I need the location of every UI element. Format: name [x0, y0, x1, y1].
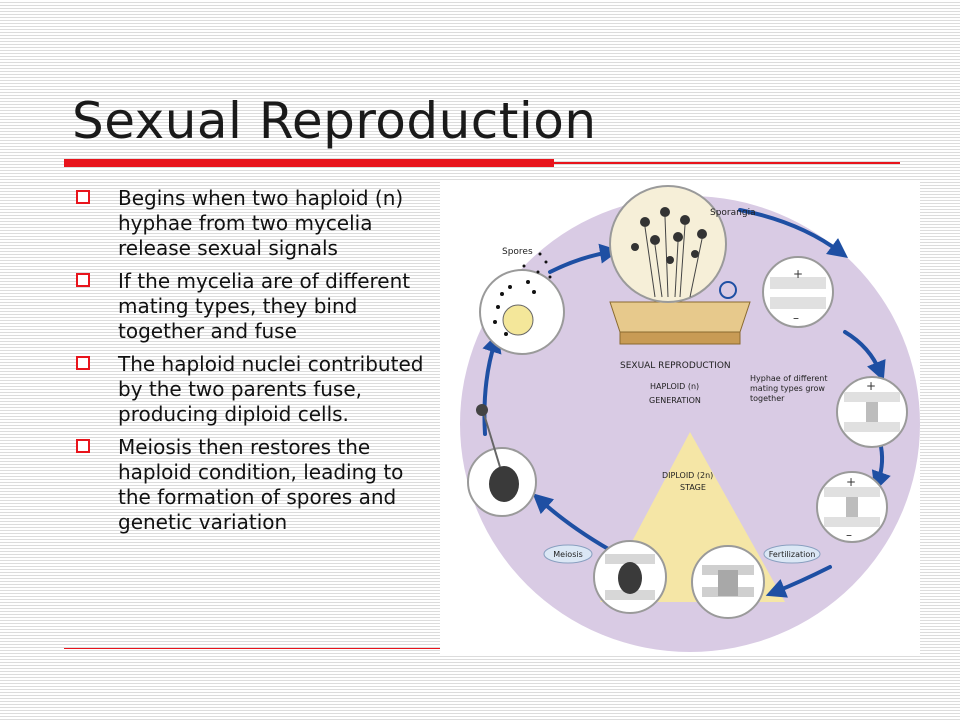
meiosis-label-text: Meiosis	[553, 550, 583, 559]
square-bullet-icon	[76, 439, 90, 453]
hyphae-label-line2: mating types grow	[750, 384, 825, 393]
diploid-stage-label-line1: DIPLOID (2n)	[662, 471, 713, 480]
bullet-text: The haploid nuclei contributed by the tw…	[118, 352, 424, 426]
mating-minus-label-1: –	[793, 311, 799, 325]
sporangia-stalks	[644, 216, 703, 298]
haploid-generation-label-line1: HAPLOID (n)	[650, 382, 699, 391]
sporangia-label: Sporangia	[710, 208, 756, 218]
title-underline-thick	[64, 159, 554, 167]
hyphae-tip-circle	[719, 281, 737, 299]
bullet-text: Meiosis then restores the haploid condit…	[118, 435, 404, 534]
square-bullet-icon	[76, 273, 90, 287]
mating-plus-label-1: +	[793, 267, 803, 281]
haploid-generation-label-line2: GENERATION	[649, 396, 701, 405]
sporangium-release-icon	[502, 304, 534, 336]
bottom-rule	[64, 648, 440, 649]
hyphae-fuse-icon	[816, 471, 888, 543]
life-cycle-diagram: + – + + – Sporangia Spores SEXUAL RE	[460, 185, 920, 652]
spore-dots	[493, 252, 552, 336]
bullet-item: The haploid nuclei contributed by the tw…	[76, 352, 424, 427]
zygospore-icon	[593, 540, 667, 614]
sporangia-circle	[609, 185, 727, 303]
slide-title: Sexual Reproduction	[72, 92, 597, 150]
square-bullet-icon	[76, 190, 90, 204]
mating-plus-label-2: +	[866, 379, 876, 393]
spores-label: Spores	[502, 247, 533, 257]
cycle-arrows	[482, 208, 891, 598]
bullet-text: Begins when two haploid (n) hyphae from …	[118, 186, 404, 260]
meiosis-label: Meiosis	[543, 544, 593, 564]
fertilization-label-text: Fertilization	[769, 550, 816, 559]
hyphae-meeting-icon	[762, 256, 834, 328]
bullet-item: Meiosis then restores the haploid condit…	[76, 435, 424, 535]
substrate-block	[609, 301, 751, 345]
sexual-reproduction-label: SEXUAL REPRODUCTION	[620, 361, 731, 371]
diploid-stage-label-line2: STAGE	[680, 483, 706, 492]
germinating-zygospore-icon	[467, 404, 537, 517]
hyphae-touch-icon	[836, 376, 908, 448]
bullet-text: If the mycelia are of different mating t…	[118, 269, 411, 343]
square-bullet-icon	[76, 356, 90, 370]
bullet-item: If the mycelia are of different mating t…	[76, 269, 424, 344]
title-underline-thin	[554, 162, 900, 164]
life-cycle-figure: + – + + – Sporangia Spores SEXUAL RE	[440, 182, 920, 656]
hyphae-label-line3: together	[750, 394, 785, 403]
mating-minus-label-3: –	[846, 528, 852, 542]
bullet-item: Begins when two haploid (n) hyphae from …	[76, 186, 424, 261]
sporangia-heads	[631, 207, 707, 264]
hyphae-label-line1: Hyphae of different	[750, 374, 828, 383]
mating-plus-label-3: +	[846, 475, 856, 489]
fertilization-label: Fertilization	[763, 544, 821, 564]
bullet-list: Begins when two haploid (n) hyphae from …	[76, 186, 424, 543]
zygosporangium-icon	[691, 545, 765, 619]
